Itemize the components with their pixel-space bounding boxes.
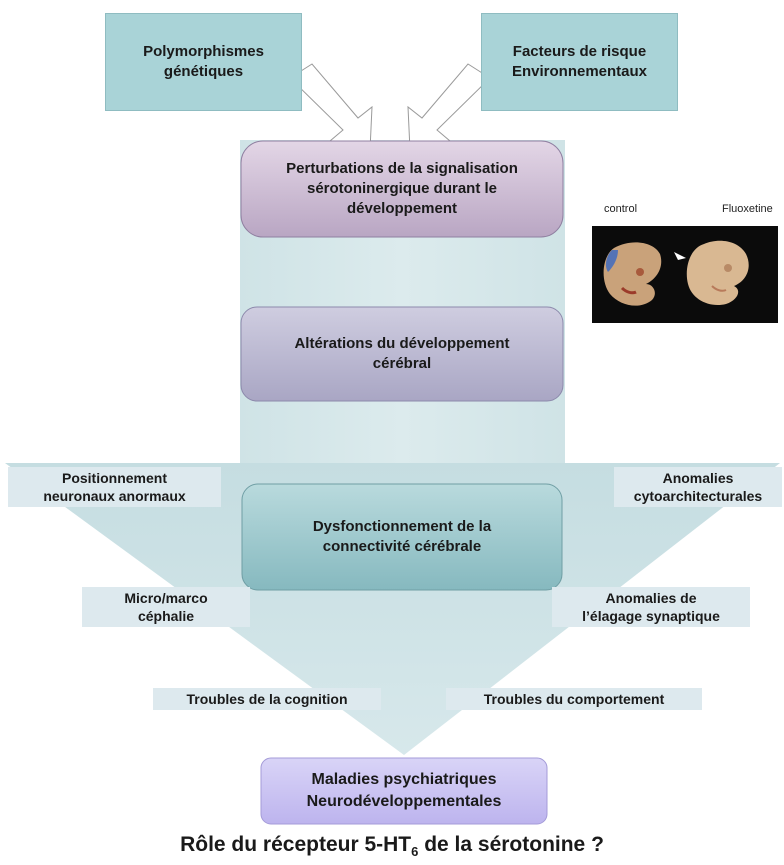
right-input-arrow bbox=[407, 63, 491, 151]
genetic-polymorphisms-box: Polymorphismes génétiques bbox=[105, 13, 302, 111]
step1-box-shape bbox=[240, 140, 564, 238]
step2-box-shape bbox=[240, 306, 564, 402]
left-input-arrow bbox=[289, 63, 373, 151]
fluoxetine-embryo bbox=[686, 240, 749, 306]
label-cytoarchitectural-anomalies: Anomalies cytoarchitecturales bbox=[614, 467, 782, 508]
step2-brain-development: Altérations du développement cérébral bbox=[294, 334, 510, 372]
question-suffix: de la sérotonine ? bbox=[418, 833, 604, 856]
photo-label-control: control bbox=[604, 203, 638, 215]
step3-brain-connectivity: Dysfonctionnement de la connectivité cér… bbox=[312, 517, 492, 555]
embryo-photo-panel: control Fluoxetine bbox=[592, 203, 780, 323]
flow-funnel bbox=[5, 463, 780, 755]
photo-label-fluoxetine: Fluoxetine bbox=[722, 203, 773, 215]
environmental-risk-box: Facteurs de risque Environnementaux bbox=[481, 13, 678, 111]
label-micro-macrocephaly: Micro/marco céphalie bbox=[82, 587, 250, 628]
embryo-image bbox=[592, 226, 778, 323]
label-behavior-disorders: Troubles du comportement bbox=[446, 688, 702, 711]
question-prefix: Rôle du récepteur 5-HT bbox=[180, 833, 412, 856]
label-cognition-disorders: Troubles de la cognition bbox=[153, 688, 381, 711]
label-abnormal-neuronal-positioning: Positionnement neuronaux anormaux bbox=[8, 467, 221, 508]
control-embryo bbox=[603, 242, 662, 306]
outcome-box-shape bbox=[260, 757, 548, 825]
step1-serotonin-signaling: Perturbations de la signalisation séroto… bbox=[286, 159, 518, 218]
label-synaptic-pruning-anomalies: Anomalies de l’élagage synaptique bbox=[552, 587, 750, 628]
outcome-psychiatric-disorders: Maladies psychiatriques Neurodéveloppeme… bbox=[306, 771, 502, 810]
step3-box-shape bbox=[241, 483, 563, 591]
question-subscript: 6 bbox=[411, 844, 419, 860]
research-question: Rôle du récepteur 5-HT6 de la sérotonine… bbox=[0, 833, 784, 859]
